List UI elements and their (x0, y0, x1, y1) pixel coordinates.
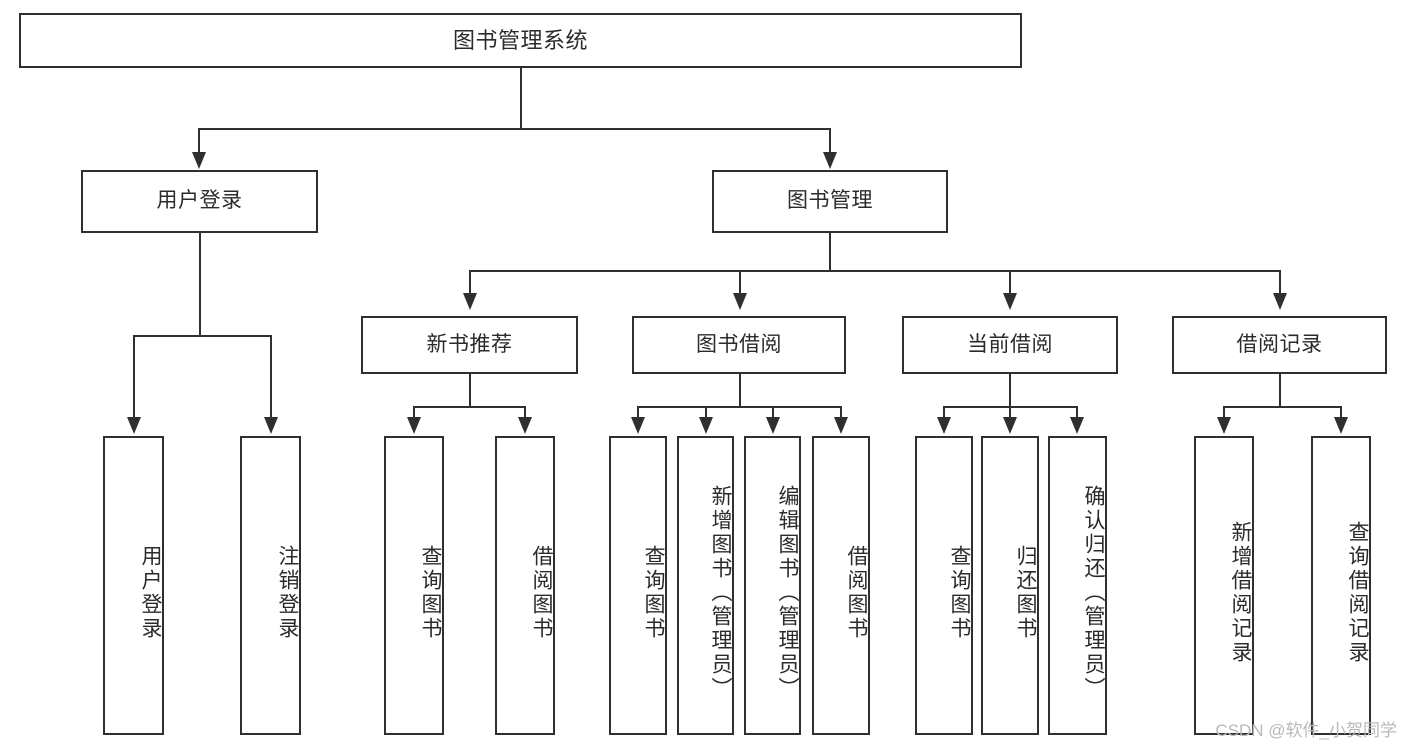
connector-br-drop-1 (1223, 406, 1225, 419)
node-label: 图书借阅 (696, 332, 782, 356)
arrowhead-leaf-query-book-2 (631, 417, 645, 434)
arrowhead-leaf-add-book (699, 417, 713, 434)
leaf-query-book-3[interactable]: 查询图书 (915, 436, 973, 735)
node-label: 借阅图书 (530, 544, 553, 641)
connector-book-borrow-bus (637, 406, 841, 408)
leaf-return-book[interactable]: 归还图书 (981, 436, 1039, 735)
connector-bb-drop-3 (772, 406, 774, 419)
connector-nbr-drop-1 (413, 406, 415, 419)
connector-to-book-manage (829, 128, 831, 154)
connector-br-drop-2 (1340, 406, 1342, 419)
connector-level1-bus (198, 128, 831, 130)
watermark-text: CSDN @软件_小贺同学 (1215, 721, 1397, 740)
arrowhead-leaf-logout-login (264, 417, 278, 434)
arrowhead-book-manage (823, 152, 837, 169)
node-label: 用户登录 (156, 189, 243, 213)
node-label: 借阅记录 (1236, 332, 1323, 356)
leaf-borrow-book-1[interactable]: 借阅图书 (495, 436, 555, 735)
connector-new-book-rec-bus (413, 406, 526, 408)
node-new-book-rec[interactable]: 新书推荐 (361, 316, 578, 374)
arrowhead-borrow-record (1273, 293, 1287, 310)
node-label: 图书管理 (787, 189, 873, 213)
connector-to-current-borrow (1009, 270, 1011, 295)
connector-borrow-record-bus (1223, 406, 1342, 408)
node-label: 归还图书 (1014, 544, 1037, 641)
node-label: 查询图书 (642, 544, 665, 641)
node-label: 新增图书（管理员） (709, 484, 732, 701)
leaf-query-book-2[interactable]: 查询图书 (609, 436, 667, 735)
leaf-query-book-1[interactable]: 查询图书 (384, 436, 444, 735)
arrowhead-leaf-query-record (1334, 417, 1348, 434)
connector-user-login-drop-1 (133, 335, 135, 419)
node-label: 新增借阅记录 (1229, 520, 1252, 665)
leaf-edit-book[interactable]: 编辑图书（管理员） (744, 436, 801, 735)
arrowhead-leaf-query-book-3 (937, 417, 951, 434)
arrowhead-leaf-query-book-1 (407, 417, 421, 434)
leaf-borrow-book-2[interactable]: 借阅图书 (812, 436, 870, 735)
node-user-login[interactable]: 用户登录 (81, 170, 318, 233)
arrowhead-leaf-borrow-book-1 (518, 417, 532, 434)
connector-bb-drop-4 (840, 406, 842, 419)
arrowhead-current-borrow (1003, 293, 1017, 310)
arrowhead-new-book-rec (463, 293, 477, 310)
leaf-confirm-return[interactable]: 确认归还（管理员） (1048, 436, 1107, 735)
connector-cb-drop-1 (943, 406, 945, 419)
leaf-query-record[interactable]: 查询借阅记录 (1311, 436, 1371, 735)
connector-root-stem (520, 68, 522, 129)
leaf-add-record[interactable]: 新增借阅记录 (1194, 436, 1254, 735)
arrowhead-leaf-user-login (127, 417, 141, 434)
connector-new-book-rec-stem (469, 374, 471, 407)
node-label: 确认归还（管理员） (1082, 484, 1105, 701)
connector-user-login-stem (199, 233, 201, 336)
arrowhead-leaf-return-book (1003, 417, 1017, 434)
connector-book-borrow-stem (739, 374, 741, 407)
connector-to-new-book-rec (469, 270, 471, 295)
arrowhead-leaf-edit-book (766, 417, 780, 434)
connector-cb-drop-3 (1076, 406, 1078, 419)
node-book-manage[interactable]: 图书管理 (712, 170, 948, 233)
node-label: 查询图书 (948, 544, 971, 641)
leaf-add-book[interactable]: 新增图书（管理员） (677, 436, 734, 735)
node-borrow-record[interactable]: 借阅记录 (1172, 316, 1387, 374)
arrowhead-user-login (192, 152, 206, 169)
connector-bb-drop-1 (637, 406, 639, 419)
connector-user-login-bus (133, 335, 272, 337)
node-label: 借阅图书 (845, 544, 868, 641)
connector-to-user-login (198, 128, 200, 154)
connector-to-borrow-record (1279, 270, 1281, 295)
node-root-system[interactable]: 图书管理系统 (19, 13, 1022, 68)
node-current-borrow[interactable]: 当前借阅 (902, 316, 1118, 374)
arrowhead-leaf-confirm-return (1070, 417, 1084, 434)
node-label: 用户登录 (139, 544, 162, 641)
connector-user-login-drop-2 (270, 335, 272, 419)
connector-cb-drop-2 (1009, 406, 1011, 419)
connector-nbr-drop-2 (524, 406, 526, 419)
node-label: 编辑图书（管理员） (776, 484, 799, 701)
node-label: 图书管理系统 (452, 27, 588, 53)
connector-borrow-record-stem (1279, 374, 1281, 407)
node-label: 新书推荐 (426, 332, 513, 356)
arrowhead-book-borrow (733, 293, 747, 310)
connector-level2-bus (469, 270, 1281, 272)
node-label: 查询图书 (419, 544, 442, 641)
connector-bb-drop-2 (705, 406, 707, 419)
node-label: 当前借阅 (967, 332, 1053, 356)
leaf-user-login[interactable]: 用户登录 (103, 436, 164, 735)
arrowhead-leaf-add-record (1217, 417, 1231, 434)
connector-to-book-borrow (739, 270, 741, 295)
leaf-logout-login[interactable]: 注销登录 (240, 436, 301, 735)
connector-current-borrow-stem (1009, 374, 1011, 407)
connector-book-manage-stem (829, 233, 831, 271)
node-label: 注销登录 (276, 544, 299, 641)
node-label: 查询借阅记录 (1346, 520, 1369, 665)
node-book-borrow[interactable]: 图书借阅 (632, 316, 846, 374)
arrowhead-leaf-borrow-book-2 (834, 417, 848, 434)
